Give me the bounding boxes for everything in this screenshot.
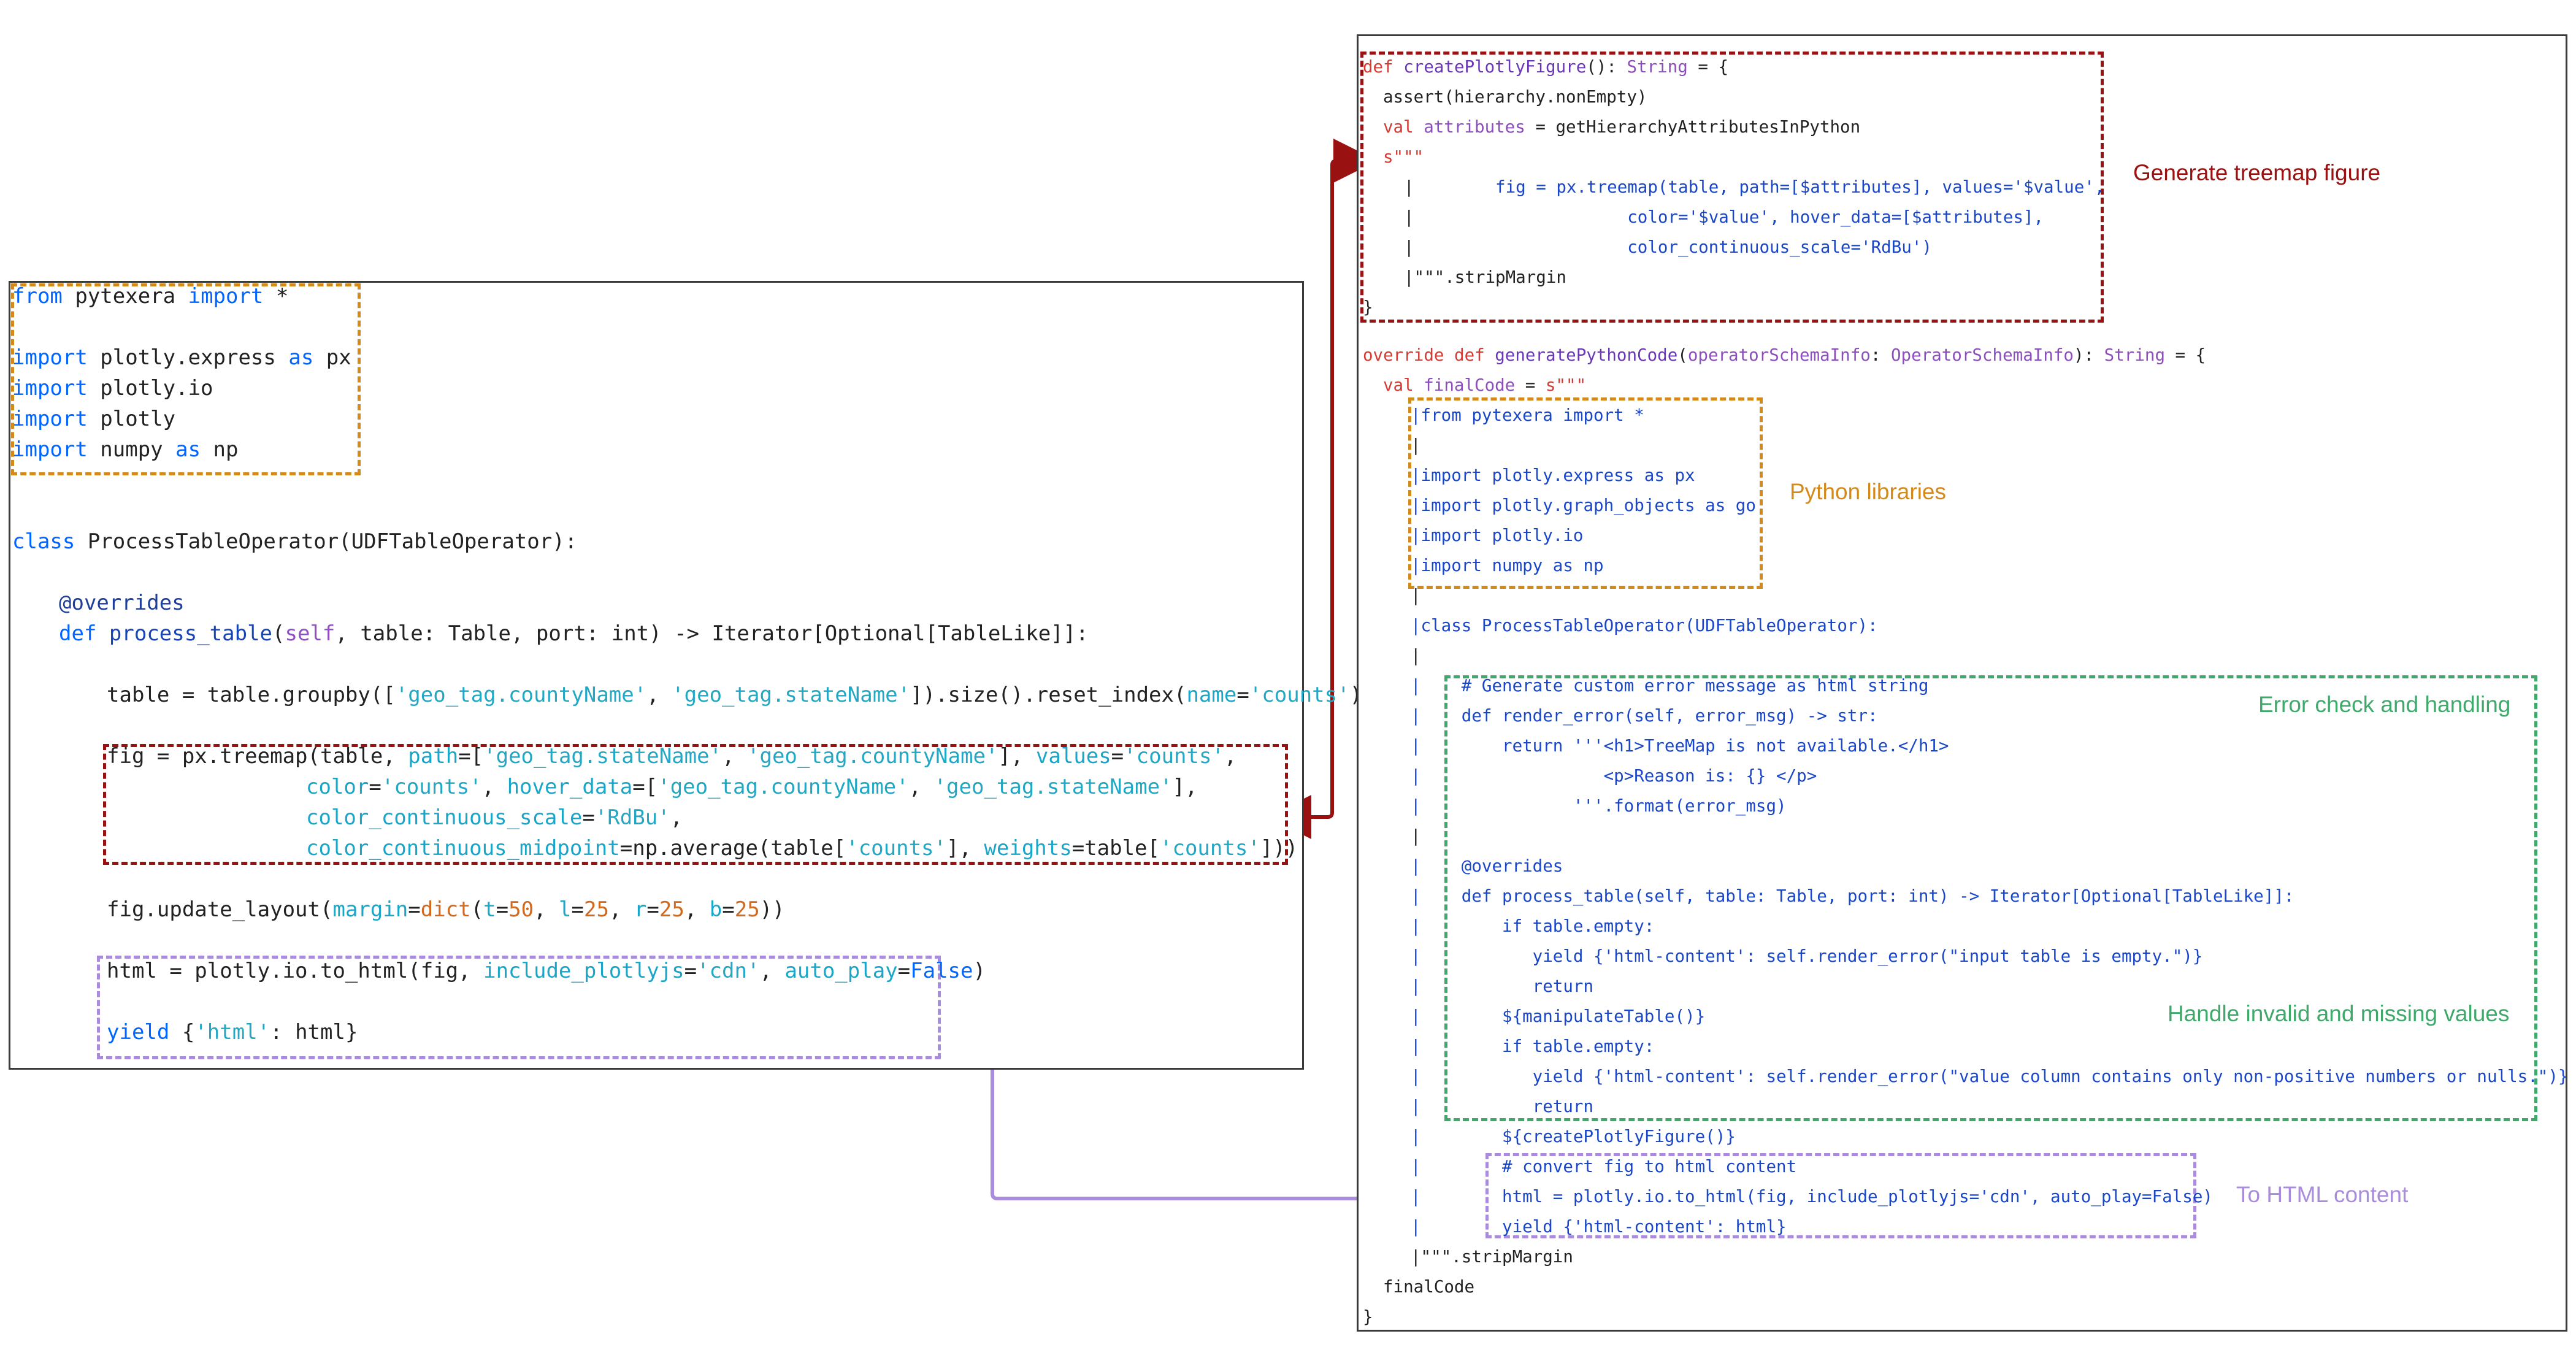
code-line: color_continuous_midpoint=np.average(tab… <box>306 836 1298 861</box>
invalid-missing-annotation: Handle invalid and missing values <box>2168 1001 2510 1026</box>
code-line: val attributes = getHierarchyAttributesI… <box>1383 117 1861 137</box>
code-line: color='counts', hover_data=['geo_tag.cou… <box>306 775 1198 799</box>
code-line: assert(hierarchy.nonEmpty) <box>1383 87 1647 107</box>
code-line: import plotly.io <box>12 376 213 401</box>
code-line: fig.update_layout(margin=dict(t=50, l=25… <box>107 897 785 922</box>
error-check-annotation: Error check and handling <box>2258 692 2511 717</box>
code-line: override def generatePythonCode(operator… <box>1363 345 2206 365</box>
code-line: | @overrides <box>1411 856 1563 876</box>
code-line: | color='$value', hover_data=[$attribute… <box>1404 207 2044 227</box>
python-imports-box <box>11 283 361 475</box>
scala-treemap-box <box>1360 52 2104 323</box>
code-line: | ${createPlotlyFigure()} <box>1411 1127 1736 1146</box>
code-line: |import plotly.graph_objects as go <box>1411 496 1756 515</box>
code-line: | <box>1411 646 1421 665</box>
code-line: | if table.empty: <box>1411 1037 1655 1056</box>
code-line: | yield {'html-content': self.render_err… <box>1411 1067 2569 1086</box>
code-line: | yield {'html-content': html} <box>1411 1217 1787 1237</box>
code-line: } <box>1363 297 1373 317</box>
python-code-panel <box>9 281 1304 1070</box>
scala-imports-box <box>1408 397 1763 589</box>
code-line: | # convert fig to html content <box>1411 1157 1797 1176</box>
python-treemap-box <box>103 744 1288 865</box>
code-line: class ProcessTableOperator(UDFTableOpera… <box>12 529 578 554</box>
code-line: @overrides <box>59 591 185 615</box>
code-line: def createPlotlyFigure(): String = { <box>1363 57 1729 77</box>
code-line: | def process_table(self, table: Table, … <box>1411 886 2294 906</box>
scala-error-box <box>1444 675 2537 1121</box>
code-line: |import plotly.express as px <box>1411 466 1695 485</box>
code-line: |import numpy as np <box>1411 556 1604 575</box>
code-line: import plotly <box>12 407 176 431</box>
code-line: s""" <box>1383 147 1424 167</box>
code-line: | fig = px.treemap(table, path=[$attribu… <box>1404 177 2105 197</box>
code-line: finalCode <box>1383 1277 1475 1297</box>
treemap-annotation: Generate treemap figure <box>2133 160 2381 185</box>
scala-code-panel <box>1357 34 2567 1332</box>
code-line: yield {'html': html} <box>107 1020 358 1045</box>
code-line: | <box>1411 826 1421 846</box>
code-line: | <box>1411 435 1421 455</box>
code-line: | <box>1411 586 1421 605</box>
code-line: val finalCode = s""" <box>1383 375 1587 395</box>
python-html-box <box>97 956 941 1059</box>
code-line: | return <box>1411 976 1594 996</box>
code-line: } <box>1363 1307 1373 1327</box>
code-line: fig = px.treemap(table, path=['geo_tag.s… <box>107 744 1237 769</box>
code-line: | yield {'html-content': self.render_err… <box>1411 946 2203 966</box>
code-line: | if table.empty: <box>1411 916 1655 936</box>
code-line: import numpy as np <box>12 437 239 462</box>
code-line: color_continuous_scale='RdBu', <box>306 805 683 830</box>
code-line: | html = plotly.io.to_html(fig, include_… <box>1411 1187 2213 1206</box>
code-line: import plotly.express as px <box>12 345 351 370</box>
html-content-annotation: To HTML content <box>2236 1182 2409 1207</box>
code-line: | # Generate custom error message as htm… <box>1411 676 1929 696</box>
libraries-annotation: Python libraries <box>1790 479 1947 504</box>
code-line: table = table.groupby(['geo_tag.countyNa… <box>107 683 1363 707</box>
code-line: | color_continuous_scale='RdBu') <box>1404 237 1932 257</box>
code-line: html = plotly.io.to_html(fig, include_pl… <box>107 959 986 983</box>
code-line: |class ProcessTableOperator(UDFTableOper… <box>1411 616 1878 635</box>
code-line: | ${manipulateTable()} <box>1411 1007 1706 1026</box>
code-line: |""".stripMargin <box>1404 267 1566 287</box>
scala-html-box <box>1485 1153 2196 1238</box>
code-line: | return '''<h1>TreeMap is not available… <box>1411 736 1949 756</box>
code-line: |""".stripMargin <box>1411 1247 1573 1267</box>
code-line: | return <box>1411 1097 1594 1116</box>
code-line: | <p>Reason is: {} </p> <box>1411 766 1817 786</box>
code-line: | '''.format(error_msg) <box>1411 796 1787 816</box>
code-line: |import plotly.io <box>1411 526 1584 545</box>
code-line: | def render_error(self, error_msg) -> s… <box>1411 706 1878 726</box>
code-line: def process_table(self, table: Table, po… <box>59 621 1089 646</box>
code-line: |from pytexera import * <box>1411 405 1644 425</box>
code-line: from pytexera import * <box>12 284 289 309</box>
